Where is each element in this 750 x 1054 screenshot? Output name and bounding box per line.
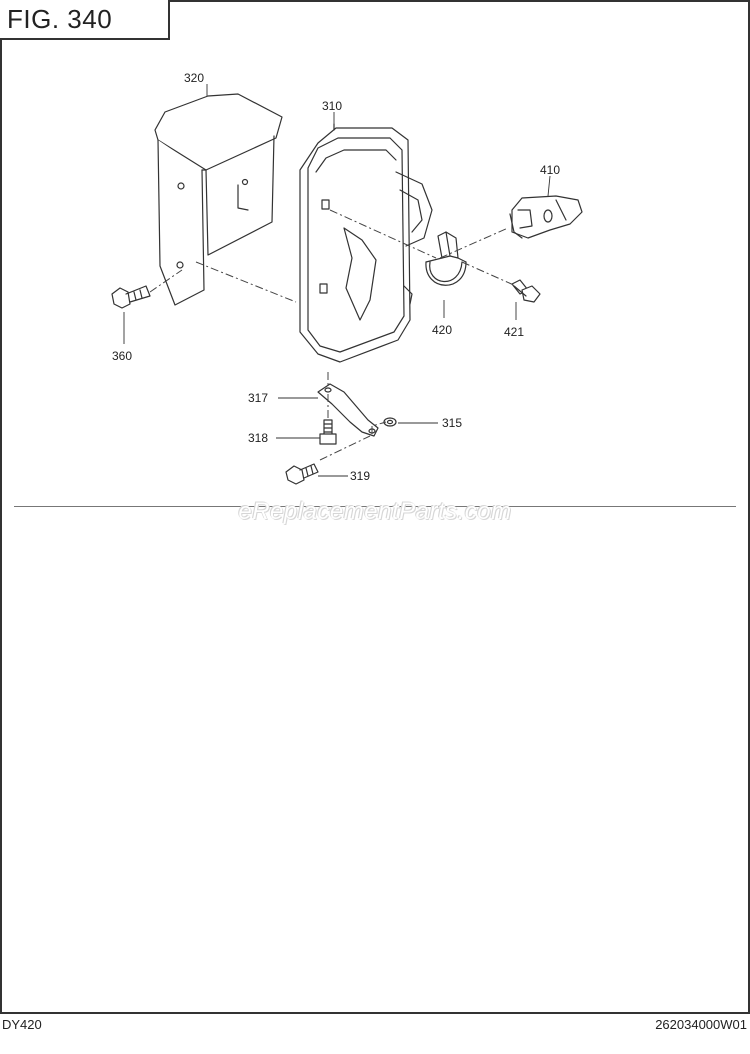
part-420-clamp xyxy=(425,231,467,286)
label-360: 360 xyxy=(112,349,132,363)
figure-tab: FIG. 340 xyxy=(0,0,170,40)
part-319-bolt xyxy=(285,463,319,485)
alignment-lines xyxy=(149,209,517,461)
part-315-washer xyxy=(383,417,397,427)
leader-lines xyxy=(123,84,551,477)
part-labels: 320 310 410 360 420 421 317 318 315 319 xyxy=(112,71,560,483)
part-410-exhaust-pipe xyxy=(509,195,583,239)
footer-model: DY420 xyxy=(2,1017,42,1032)
label-320: 320 xyxy=(184,71,204,85)
section-divider xyxy=(14,506,736,507)
part-421-bolt xyxy=(511,279,541,303)
label-318: 318 xyxy=(248,431,268,445)
label-420: 420 xyxy=(432,323,452,337)
part-310-muffler xyxy=(299,123,433,363)
label-310: 310 xyxy=(322,99,342,113)
part-360-bolt xyxy=(111,285,151,309)
label-315: 315 xyxy=(442,416,462,430)
figure-title: FIG. 340 xyxy=(7,4,113,34)
part-318-bolt xyxy=(319,419,337,445)
label-319: 319 xyxy=(350,469,370,483)
part-320-heat-shield xyxy=(154,93,283,306)
watermark: eReplacementParts.com xyxy=(238,498,512,525)
label-421: 421 xyxy=(504,325,524,339)
label-410: 410 xyxy=(540,163,560,177)
diagram-frame xyxy=(0,0,750,1014)
label-317: 317 xyxy=(248,391,268,405)
footer-code: 262034000W01 xyxy=(655,1017,747,1032)
